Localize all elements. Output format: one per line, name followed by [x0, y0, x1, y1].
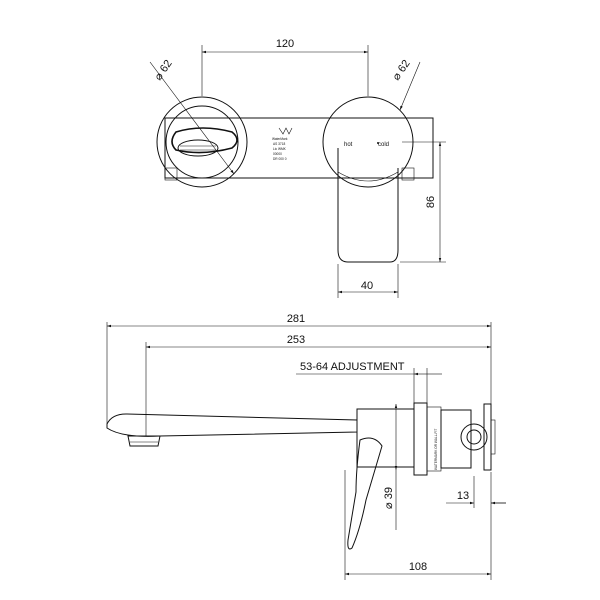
logo-line: AS 3718 — [273, 142, 285, 146]
side-lever — [347, 437, 383, 550]
width-dimension: 120 — [276, 38, 294, 50]
spout-width-dimension: 40 — [361, 280, 373, 292]
front-view: WaterMark AS 3718 Lic WMK 00000 DR 000 0… — [149, 38, 446, 298]
left-flange-outer — [156, 96, 248, 188]
mounting-bracket — [164, 117, 434, 179]
bracket-tab-left — [164, 167, 178, 181]
wall-flange — [413, 402, 428, 476]
spout-front — [337, 148, 399, 263]
adjustment-label: 53-64 ADJUSTMENT — [300, 361, 405, 373]
right-diameter-leader — [399, 61, 421, 111]
offset-dimension: 13 — [457, 490, 469, 502]
body-text: WATERMARK OR WALL-FIT — [434, 429, 438, 470]
total-length-dimension: 281 — [287, 313, 305, 325]
right-flange — [322, 96, 414, 188]
bracket-tab-right — [401, 167, 415, 181]
side-view: 281 253 53-64 ADJUSTMENT WATERMARK OR WA… — [106, 313, 506, 580]
logo-line: WaterMark — [272, 137, 288, 141]
inlet-port-outer — [460, 423, 488, 451]
left-lever — [171, 127, 238, 154]
left-lever-hub — [177, 139, 219, 157]
watermark-logo: WaterMark AS 3718 Lic WMK 00000 DR 000 0 — [272, 127, 293, 161]
right-diameter-label: ⌀ 62 — [390, 58, 412, 83]
body-diameter-label: ⌀ 39 — [383, 487, 395, 509]
hot-label: hot — [344, 142, 353, 148]
depth-dimension: 108 — [409, 561, 427, 573]
inlet-port-inner — [466, 429, 482, 445]
left-flange-inner — [165, 105, 239, 179]
logo-line: Lic WMK — [273, 147, 287, 151]
valve-block — [440, 409, 472, 469]
spout-length-dimension: 253 — [287, 334, 305, 346]
left-diameter-label: ⌀ 62 — [152, 58, 174, 83]
spout-side — [106, 413, 358, 437]
height-dimension: 86 — [425, 196, 437, 208]
cold-label: cold — [378, 142, 389, 148]
logo-line: 00000 — [273, 152, 282, 156]
logo-line: DR 000 0 — [273, 157, 287, 161]
aerator — [127, 435, 161, 447]
left-diameter-leader — [149, 61, 235, 175]
